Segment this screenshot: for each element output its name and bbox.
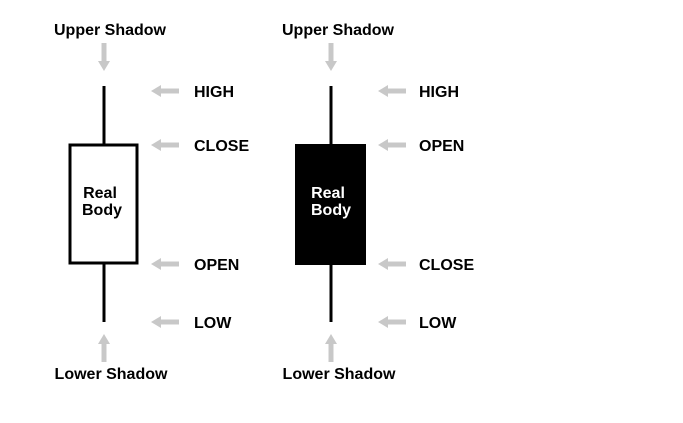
arrow-left-icon <box>378 139 406 151</box>
real-body-label-line1: Real <box>83 185 117 202</box>
low-label: LOW <box>419 315 457 332</box>
arrow-left-icon <box>151 85 179 97</box>
arrow-down-icon <box>325 43 337 71</box>
open-label: OPEN <box>194 257 239 274</box>
arrow-left-icon <box>151 316 179 328</box>
high-label: HIGH <box>419 84 459 101</box>
lower-shadow-label: Lower Shadow <box>55 366 168 383</box>
real-body-label-line2: Body <box>311 202 351 219</box>
real-body <box>295 144 366 265</box>
real-body-label-line2: Body <box>82 202 122 219</box>
close-label: CLOSE <box>194 138 249 155</box>
high-label: HIGH <box>194 84 234 101</box>
bearish-candle: Upper Shadow Real Body Lower Shadow HIGH… <box>282 22 474 383</box>
arrow-left-icon <box>151 258 179 270</box>
open-label: OPEN <box>419 138 464 155</box>
real-body-label-line1: Real <box>311 185 345 202</box>
close-label: CLOSE <box>419 257 474 274</box>
arrow-down-icon <box>98 43 110 71</box>
arrow-left-icon <box>378 258 406 270</box>
arrow-left-icon <box>151 139 179 151</box>
lower-shadow-label: Lower Shadow <box>283 366 396 383</box>
upper-shadow-label: Upper Shadow <box>54 22 167 39</box>
arrow-up-icon <box>98 334 110 362</box>
low-label: LOW <box>194 315 232 332</box>
arrow-left-icon <box>378 85 406 97</box>
arrow-left-icon <box>378 316 406 328</box>
bullish-candle: Upper Shadow Real Body Lower Shadow HIGH… <box>54 22 249 383</box>
upper-shadow-label: Upper Shadow <box>282 22 395 39</box>
arrow-up-icon <box>325 334 337 362</box>
